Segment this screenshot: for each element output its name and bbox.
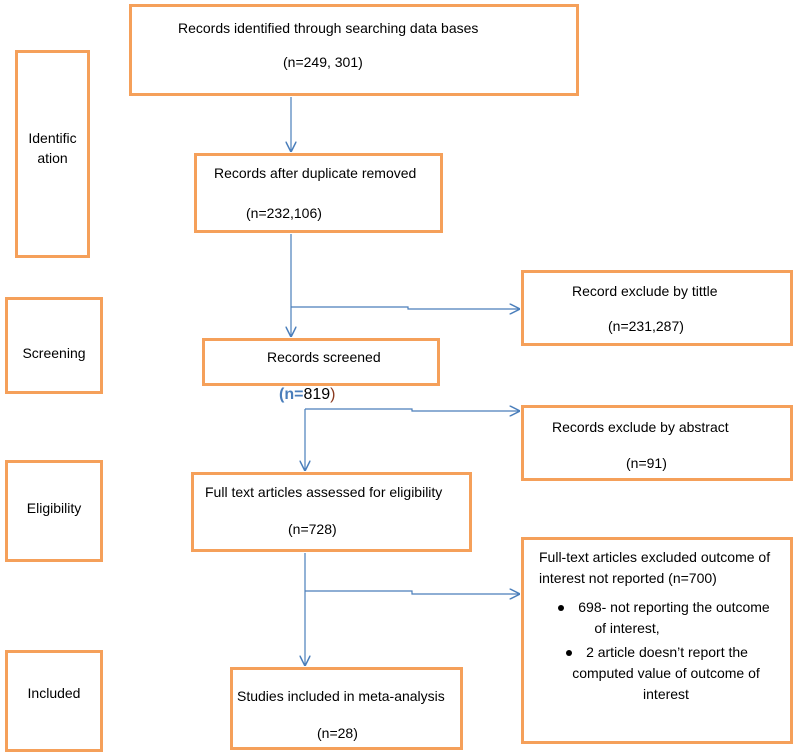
exclude-by-title-box: Record exclude by tittle (n=231,287) — [521, 270, 793, 346]
exclude-by-abstract-count: (n=91) — [626, 455, 667, 471]
stage-identification-box: Identific ation — [15, 50, 90, 258]
exclude-by-abstract-box: Records exclude by abstract (n=91) — [521, 405, 793, 481]
records-screened-n-label: (n= — [279, 386, 304, 403]
arrow-to-exclude-abstract — [305, 409, 519, 411]
bullet-icon — [558, 605, 565, 612]
included-studies-box: Studies included in meta-analysis (n=28) — [230, 667, 463, 750]
fulltext-excluded-title: Full-text articles excluded outcome of — [539, 549, 771, 565]
fulltext-assessed-title: Full text articles assessed for eligibil… — [205, 484, 443, 500]
stage-included-box: Included — [5, 650, 103, 752]
duplicates-removed-box: Records after duplicate removed (n=232,1… — [194, 153, 443, 233]
arrow-to-exclude-fulltext — [305, 591, 519, 594]
stage-screening-label: Screening — [22, 345, 86, 361]
fulltext-excluded-box: Full-text articles excluded outcome of i… — [521, 537, 793, 744]
identified-records-box: Records identified through searching dat… — [129, 4, 579, 96]
fulltext-assessed-box: Full text articles assessed for eligibil… — [191, 472, 472, 552]
stage-screening-box: Screening — [5, 297, 103, 394]
stage-included-label: Included — [27, 685, 81, 701]
stage-eligibility-label: Eligibility — [26, 500, 82, 516]
reason-item: 2 article doesn’t report the — [524, 642, 790, 663]
bullet-icon — [566, 650, 573, 657]
duplicates-removed-count: (n=232,106) — [246, 205, 322, 221]
reason-text-cont: computed value of outcome of — [572, 665, 760, 681]
stage-eligibility-box: Eligibility — [5, 460, 103, 562]
included-studies-count: (n=28) — [317, 725, 358, 741]
identified-records-count: (n=249, 301) — [283, 54, 363, 70]
reason-text: 698- not reporting the outcome — [578, 599, 770, 615]
records-screened-box: Records screened (n=819) — [202, 338, 440, 403]
fulltext-excluded-reasons: 698- not reporting the outcome of intere… — [524, 597, 790, 705]
identified-records-title: Records identified through searching dat… — [178, 20, 479, 36]
stage-identification-label-cont: ation — [37, 150, 68, 166]
exclude-by-title-title: Record exclude by tittle — [572, 283, 718, 299]
reason-text-cont: interest — [643, 686, 689, 702]
records-screened-n-close: ) — [330, 386, 336, 403]
reason-item: 698- not reporting the outcome — [524, 597, 790, 618]
reason-text: 2 article doesn’t report the — [586, 644, 748, 660]
fulltext-excluded-title-cont: interest not reported (n=700) — [539, 570, 717, 586]
duplicates-removed-title: Records after duplicate removed — [214, 165, 417, 181]
exclude-by-title-count: (n=231,287) — [608, 318, 684, 334]
fulltext-assessed-count: (n=728) — [288, 521, 337, 537]
records-screened-title: Records screened — [267, 349, 381, 365]
included-studies-title: Studies included in meta-analysis — [237, 688, 445, 704]
records-screened-n-value: 819 — [303, 386, 331, 403]
stage-identification-label: Identific — [28, 130, 77, 146]
reason-text-cont: of interest, — [594, 620, 660, 636]
exclude-by-abstract-title: Records exclude by abstract — [552, 419, 729, 435]
records-screened-count: (n=819) — [279, 386, 335, 404]
arrow-to-exclude-title — [291, 307, 519, 309]
